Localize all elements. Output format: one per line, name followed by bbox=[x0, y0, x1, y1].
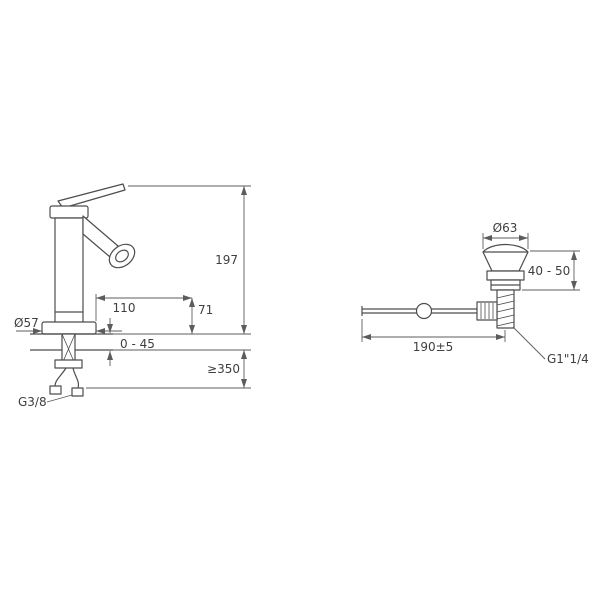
dim-label-flange-diameter: Ø63 bbox=[493, 221, 518, 235]
rod-ball-joint bbox=[415, 302, 433, 320]
leader-line bbox=[46, 394, 73, 403]
pivot-nut bbox=[476, 301, 498, 321]
dim-label-hose-length: ≥350 bbox=[207, 362, 240, 376]
shank-cross-line bbox=[61, 333, 76, 365]
mounting-nut bbox=[54, 359, 83, 369]
spray-nozzle-inner bbox=[115, 249, 129, 263]
dim-label-reach: 110 bbox=[113, 301, 136, 315]
supply-hose-right bbox=[72, 367, 80, 389]
supply-hose-left bbox=[54, 367, 67, 387]
dim-label-height-range: 40 - 50 bbox=[528, 264, 571, 278]
thread-hatching bbox=[496, 293, 515, 327]
drain-assembly-figure bbox=[361, 243, 529, 329]
spray-nozzle bbox=[108, 243, 136, 269]
base-flange bbox=[41, 321, 97, 335]
dim-label-deck-thickness: 0 - 45 bbox=[120, 337, 155, 351]
bidet-mixer-dimensions: 197 110 71 Ø57 0 - 45 ≥350 G3/8 bbox=[14, 185, 251, 409]
hose-connector-right bbox=[71, 387, 84, 397]
lever-handle bbox=[57, 183, 126, 209]
dim-label-supply-thread: G3/8 bbox=[18, 395, 47, 409]
dim-label-height: 197 bbox=[215, 253, 238, 267]
handle-cap bbox=[49, 205, 89, 219]
dim-label-base-diameter: Ø57 bbox=[14, 316, 39, 330]
bidet-mixer-figure bbox=[30, 183, 136, 397]
drain-flange bbox=[486, 270, 525, 281]
dim-label-spout-height: 71 bbox=[198, 303, 213, 317]
plug-dome bbox=[482, 243, 529, 272]
hose-connector-left bbox=[49, 385, 62, 395]
faucet-body bbox=[54, 217, 84, 330]
leader-line bbox=[512, 326, 546, 360]
pivot-nut-knurling bbox=[480, 303, 494, 319]
dim-label-drain-thread: G1"1/4 bbox=[547, 352, 589, 366]
drain-assembly-dimensions: Ø63 40 - 50 190±5 G1"1/4 bbox=[361, 221, 589, 366]
dim-label-rod-length: 190±5 bbox=[413, 340, 454, 354]
